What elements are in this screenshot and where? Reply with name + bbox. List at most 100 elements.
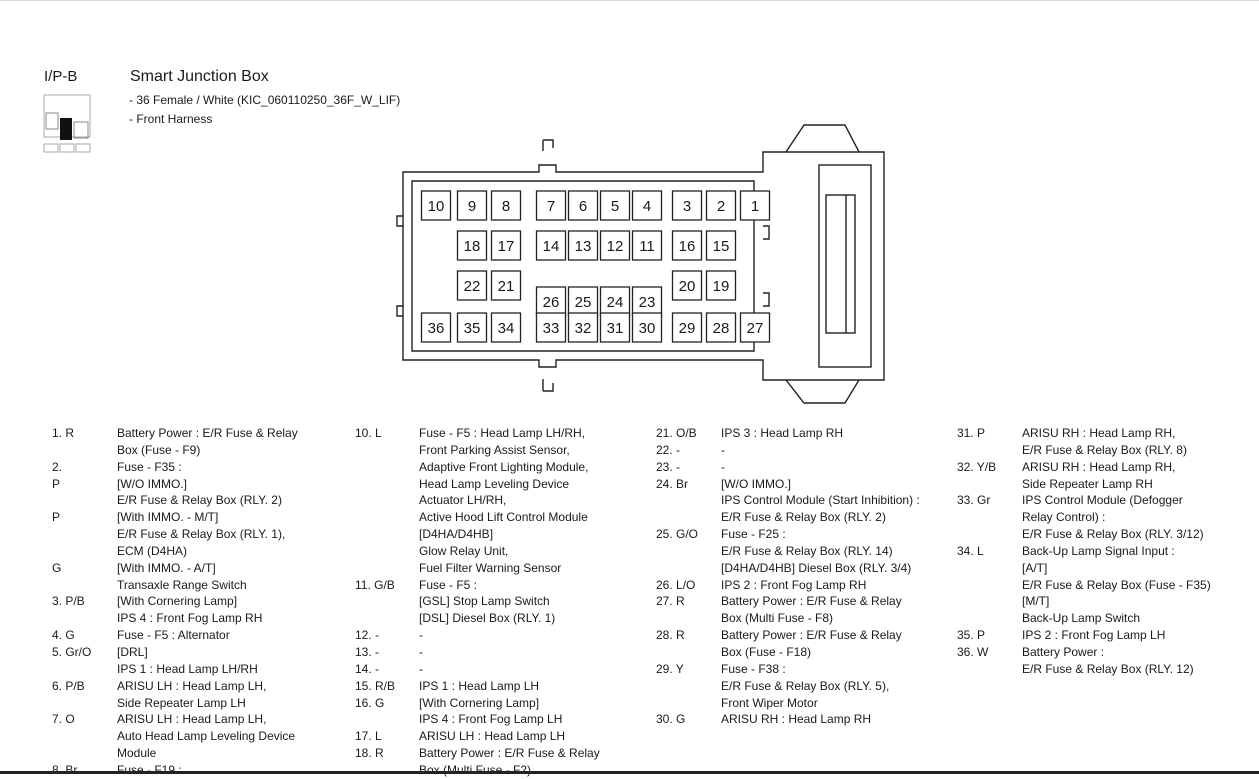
pin-description-line: Actuator LH/RH, (419, 493, 507, 508)
pin-cavity (535, 312, 567, 343)
pin-description-line: IPS 4 : Front Fog Lamp LH (419, 712, 563, 727)
pin-label: 35 (464, 320, 481, 337)
pin-description-line: Auto Head Lamp Leveling Device (117, 729, 296, 744)
pin-description-line: Fuse - F5 : Alternator (117, 628, 230, 643)
pin-label: 4 (643, 198, 651, 215)
pin-number: G (52, 560, 62, 575)
pin-description-line: [With Cornering Lamp] (419, 695, 540, 710)
pin-description-line: [D4HA/D4HB] (419, 527, 494, 542)
pin-label: 1 (751, 198, 759, 215)
pin-description-line: IPS 4 : Front Fog Lamp RH (117, 611, 263, 626)
pin-cavity (599, 312, 631, 343)
pin-cavity (420, 312, 452, 343)
pin-label: 11 (639, 238, 655, 255)
pin-cavity (456, 230, 488, 261)
pin-label: 17 (498, 238, 515, 255)
bottom-border (0, 771, 1259, 774)
pin-cavity (535, 230, 567, 261)
pin-description-line: Battery Power : E/R Fuse & Relay (419, 746, 600, 761)
pin-description-line: Fuse - F5 : Head Lamp LH/RH, (419, 426, 586, 440)
pin-description-line: IPS 2 : Front Fog Lamp LH (1022, 628, 1166, 643)
pin-description-line: E/R Fuse & Relay Box (RLY. 2) (721, 510, 886, 525)
pin-label: 19 (713, 278, 730, 295)
pin-cavity (631, 312, 663, 343)
pin-label: 22 (464, 278, 481, 295)
pin-label: 9 (468, 198, 476, 215)
pin-entry: 23. -- (656, 459, 920, 476)
pin-cavity (705, 190, 737, 221)
pin-entry: 13. - - (355, 644, 600, 661)
pin-cavity (490, 190, 522, 221)
pin-description-line: E/R Fuse & Relay Box (RLY. 12) (1022, 661, 1194, 676)
pin-entry: 5. Gr/O[DRL]IPS 1 : Head Lamp LH/RH (52, 644, 298, 678)
pin-label: 33 (543, 320, 560, 337)
pin-label: 29 (679, 320, 696, 337)
pin-description-line: Front Parking Assist Sensor, (419, 442, 570, 457)
pin-label: 8 (502, 198, 510, 215)
pin-cavity (631, 190, 663, 221)
pin-label: 28 (713, 320, 730, 337)
pin-number: 32. Y/B (957, 459, 997, 474)
pin-description-line: Box (Fuse - F9) (117, 442, 201, 457)
pin-cavity (567, 312, 599, 343)
pin-description-line: Fuse - F25 : (721, 527, 786, 542)
pin-label: 7 (547, 198, 555, 215)
pin-entry: 2.Fuse - F35 : (52, 459, 298, 476)
pin-cavity (420, 190, 452, 221)
pin-number: 28. R (656, 628, 685, 643)
pin-label: 31 (607, 320, 624, 337)
pin-entry: P[W/O IMMO.]E/R Fuse & Relay Box (RLY. 2… (52, 476, 298, 510)
pin-cavity (705, 312, 737, 343)
pin-label: 16 (679, 238, 696, 255)
pin-cavity (599, 190, 631, 221)
pin-description-line: - (419, 644, 423, 659)
pin-description-line: [A/T] (1022, 560, 1048, 575)
pin-label: 27 (747, 320, 764, 337)
pin-cavity (490, 312, 522, 343)
pin-description-line: E/R Fuse & Relay Box (Fuse - F35) (1022, 577, 1211, 592)
pin-description-line: [W/O IMMO.] (117, 476, 187, 491)
connector-location-icon (43, 94, 91, 153)
pin-label: 25 (575, 294, 592, 311)
pin-description-line: Box (Fuse - F18) (721, 644, 812, 659)
pin-description-line: - (721, 459, 725, 474)
pin-number: 13. - (355, 644, 380, 659)
pin-number: 24. Br (656, 476, 689, 491)
pin-number: 17. L (355, 729, 382, 744)
pin-entry: 35. P IPS 2 : Front Fog Lamp LH (957, 627, 1211, 644)
pin-description-line: - (721, 442, 725, 457)
pin-description-line: [GSL] Stop Lamp Switch (419, 594, 550, 609)
pin-number: 36. W (957, 644, 989, 659)
pin-description-line: E/R Fuse & Relay Box (RLY. 8) (1022, 442, 1187, 457)
pin-description-line: IPS 1 : Head Lamp LH/RH (117, 661, 258, 676)
pin-number: 35. P (957, 628, 986, 643)
pin-label: 5 (611, 198, 619, 215)
pin-label: 36 (428, 320, 445, 337)
pin-number: 3. P/B (52, 594, 85, 609)
pin-number: 27. R (656, 594, 685, 609)
pin-cavity (671, 190, 703, 221)
pin-entry: 12. -- (355, 627, 600, 644)
pin-cavity (671, 270, 703, 301)
pin-description-line: E/R Fuse & Relay Box (RLY. 2) (117, 493, 282, 508)
pin-description-line: [DSL] Diesel Box (RLY. 1) (419, 611, 556, 626)
pin-description-line: IPS Control Module (Defogger (1022, 493, 1183, 508)
pin-label: 21 (498, 278, 515, 295)
pin-label: 2 (717, 198, 725, 215)
pin-description-line: Transaxle Range Switch (117, 577, 247, 592)
pin-cavity (599, 230, 631, 261)
pin-number: 4. G (52, 628, 75, 643)
